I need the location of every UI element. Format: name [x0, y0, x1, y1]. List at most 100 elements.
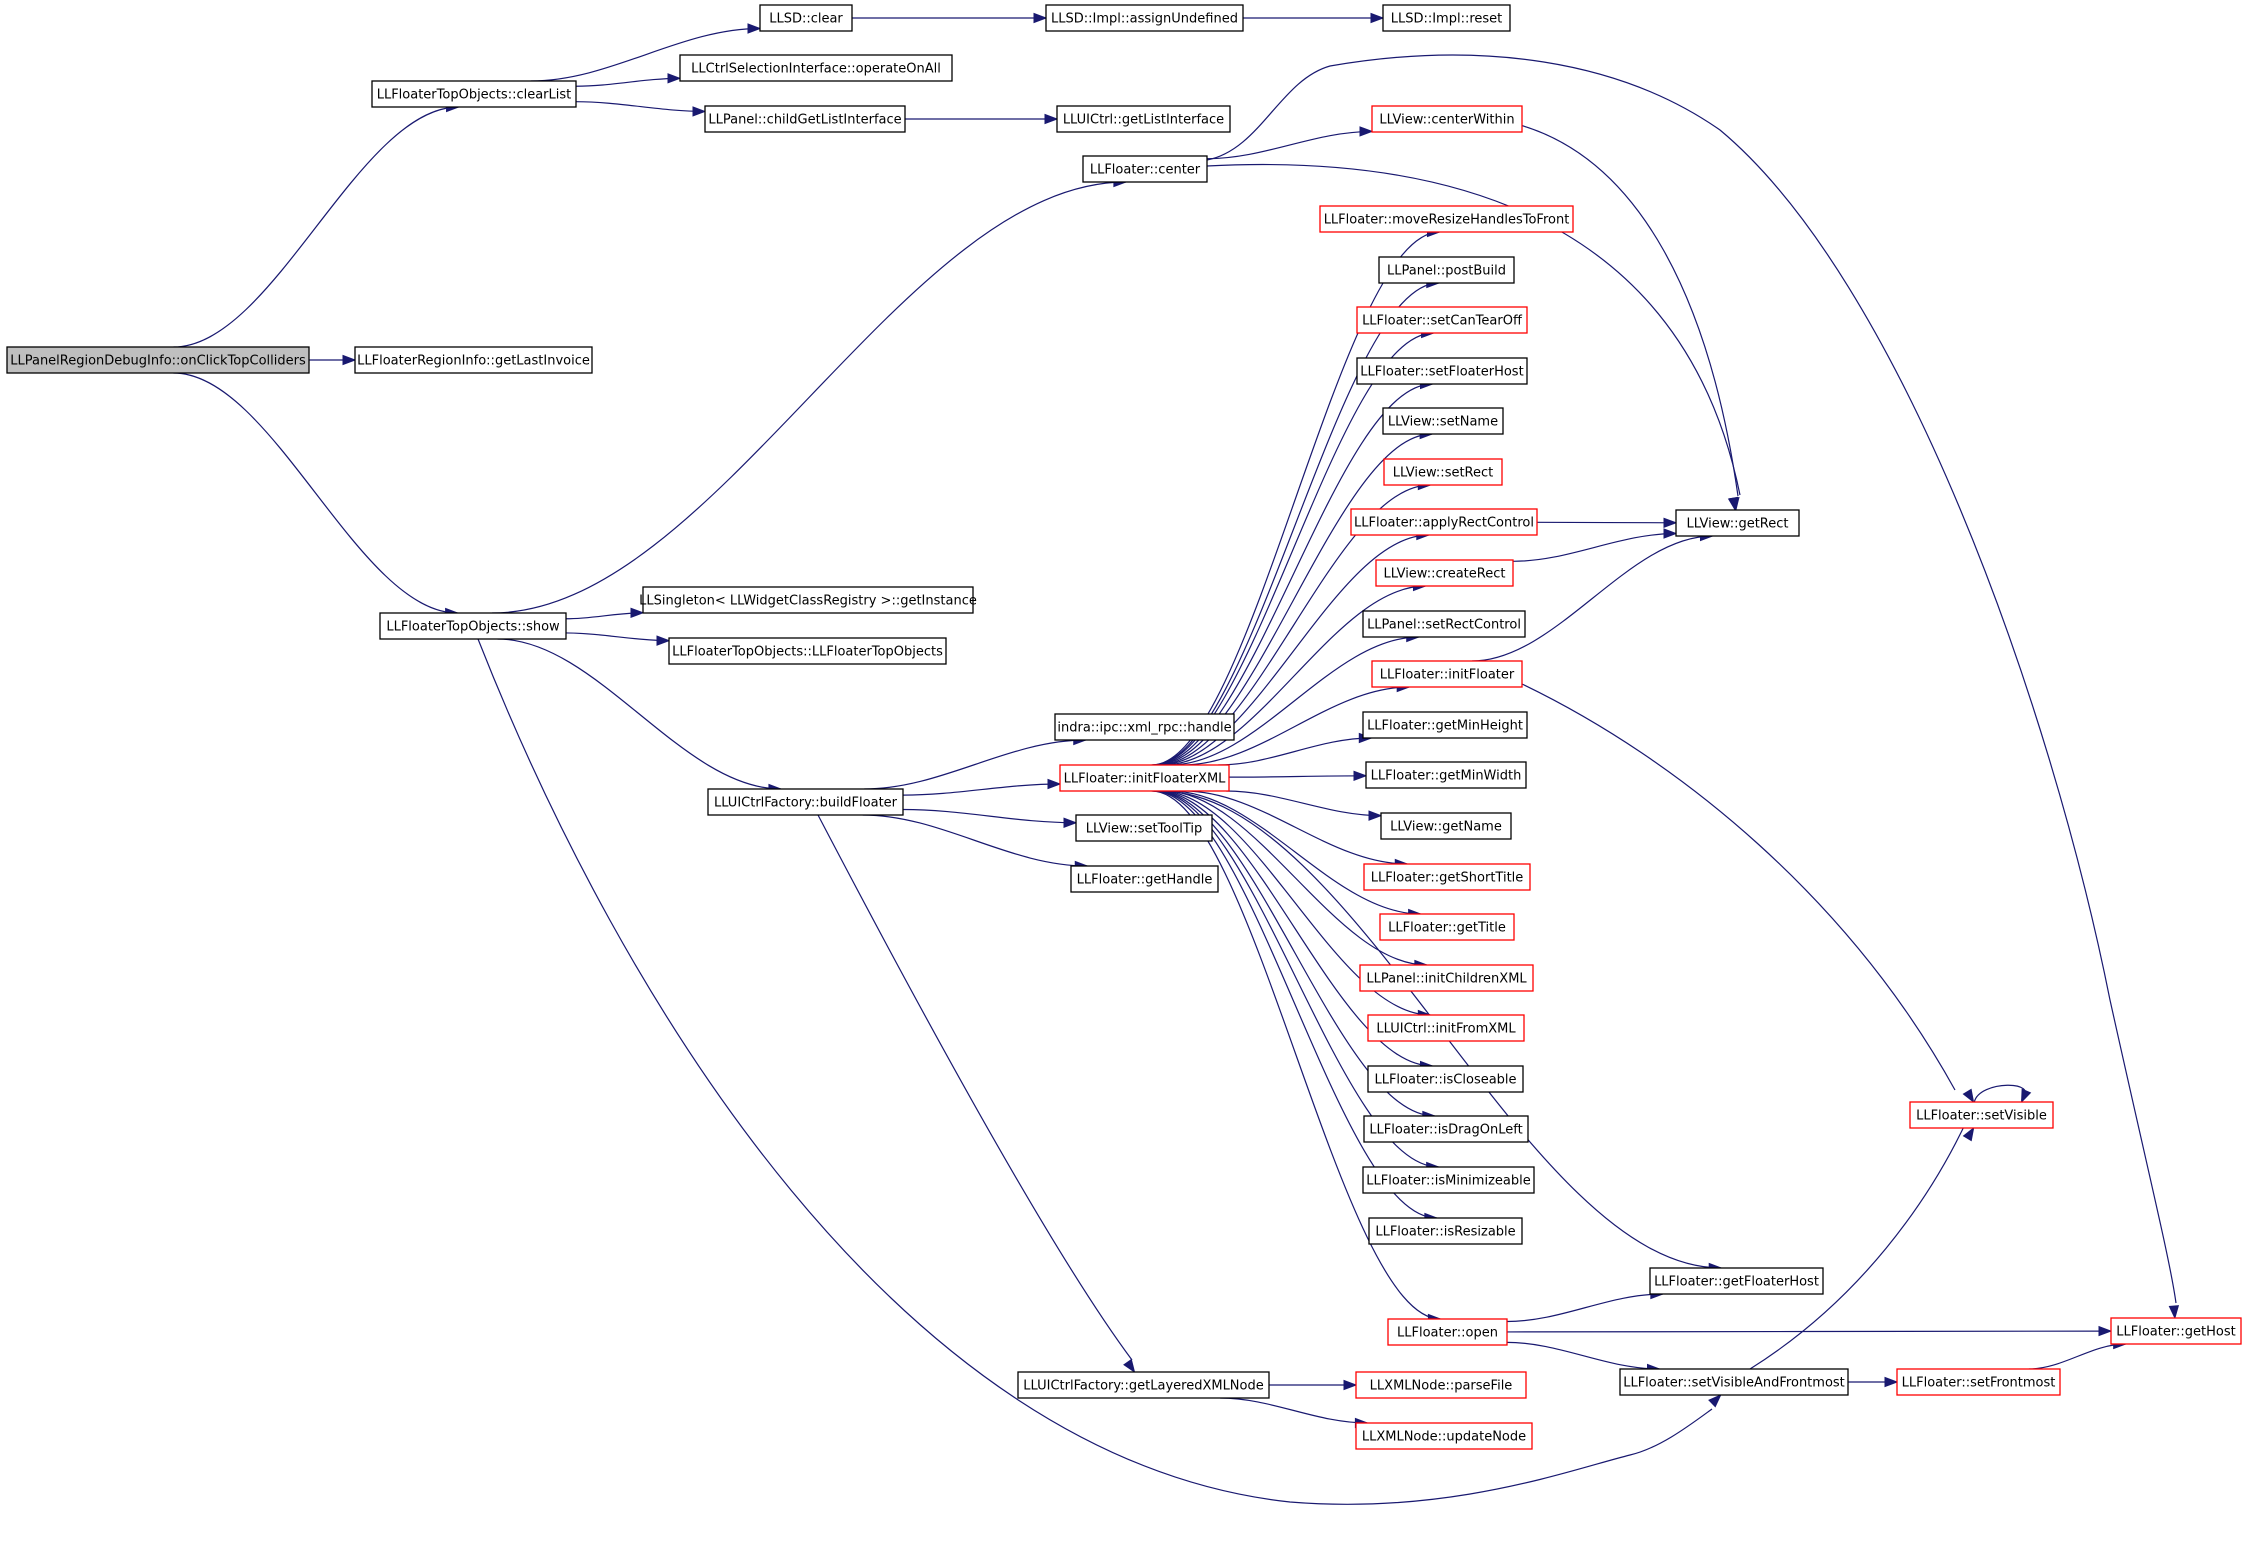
- node-isMinimizeable[interactable]: LLFloater::isMinimizeable: [1362, 1166, 1535, 1194]
- node-setName[interactable]: LLView::setName: [1382, 407, 1504, 435]
- node-root[interactable]: LLPanelRegionDebugInfo::onClickTopCollid…: [6, 346, 310, 374]
- node-box[interactable]: [1378, 256, 1515, 284]
- node-ctorTopObjects[interactable]: LLFloaterTopObjects::LLFloaterTopObjects: [668, 637, 947, 665]
- node-box[interactable]: [379, 612, 567, 640]
- node-isCloseable[interactable]: LLFloater::isCloseable: [1367, 1065, 1524, 1093]
- node-getLastInvoice[interactable]: LLFloaterRegionInfo::getLastInvoice: [354, 346, 593, 374]
- node-isResizable[interactable]: LLFloater::isResizable: [1368, 1217, 1523, 1245]
- node-box[interactable]: [759, 4, 853, 32]
- node-box[interactable]: [1362, 711, 1528, 739]
- node-clearList[interactable]: LLFloaterTopObjects::clearList: [371, 80, 577, 108]
- node-box[interactable]: [1383, 458, 1503, 486]
- node-box[interactable]: [1649, 1267, 1824, 1295]
- node-getHost[interactable]: LLFloater::getHost: [2110, 1317, 2242, 1345]
- node-initFloaterXML[interactable]: LLFloater::initFloaterXML: [1059, 764, 1230, 792]
- node-childGetListInterface[interactable]: LLPanel::childGetListInterface: [704, 105, 906, 133]
- node-box[interactable]: [1017, 1371, 1270, 1399]
- node-implReset[interactable]: LLSD::Impl::reset: [1382, 4, 1511, 32]
- node-initFloater[interactable]: LLFloater::initFloater: [1371, 660, 1523, 688]
- node-box[interactable]: [1056, 105, 1231, 133]
- node-box[interactable]: [668, 637, 947, 665]
- node-box[interactable]: [1367, 1065, 1524, 1093]
- node-box[interactable]: [1356, 357, 1528, 385]
- node-box[interactable]: [1363, 1115, 1529, 1143]
- node-getInstance[interactable]: LLSingleton< LLWidgetClassRegistry >::ge…: [639, 586, 977, 614]
- node-box[interactable]: [1082, 155, 1208, 183]
- node-moveResize[interactable]: LLFloater::moveResizeHandlesToFront: [1319, 205, 1574, 233]
- node-box[interactable]: [1359, 964, 1534, 992]
- node-box[interactable]: [1362, 1166, 1535, 1194]
- node-box[interactable]: [1363, 863, 1531, 891]
- node-open[interactable]: LLFloater::open: [1387, 1318, 1508, 1346]
- node-llsdClear[interactable]: LLSD::clear: [759, 4, 853, 32]
- node-box[interactable]: [1059, 764, 1230, 792]
- node-getListInterface[interactable]: LLUICtrl::getListInterface: [1056, 105, 1231, 133]
- node-box[interactable]: [1379, 913, 1515, 941]
- node-getShortTitle[interactable]: LLFloater::getShortTitle: [1363, 863, 1531, 891]
- node-setVisibleAndFrontmost[interactable]: LLFloater::setVisibleAndFrontmost: [1619, 1368, 1849, 1396]
- node-box[interactable]: [2110, 1317, 2242, 1345]
- node-initFromXML[interactable]: LLUICtrl::initFromXML: [1367, 1014, 1525, 1042]
- node-getHandle[interactable]: LLFloater::getHandle: [1070, 865, 1219, 893]
- node-box[interactable]: [371, 80, 577, 108]
- node-box[interactable]: [1619, 1368, 1849, 1396]
- node-box[interactable]: [1382, 407, 1504, 435]
- node-operateOnAll[interactable]: LLCtrlSelectionInterface::operateOnAll: [679, 54, 953, 82]
- node-box[interactable]: [704, 105, 906, 133]
- node-box[interactable]: [1675, 509, 1800, 537]
- node-box[interactable]: [1075, 814, 1213, 842]
- node-setFrontmost[interactable]: LLFloater::setFrontmost: [1896, 1368, 2061, 1396]
- node-box[interactable]: [1355, 1422, 1533, 1450]
- node-initChildrenXML[interactable]: LLPanel::initChildrenXML: [1359, 964, 1534, 992]
- node-box[interactable]: [1371, 105, 1523, 133]
- node-setRectControl[interactable]: LLPanel::setRectControl: [1362, 610, 1526, 638]
- node-getLayeredXMLNode[interactable]: LLUICtrlFactory::getLayeredXMLNode: [1017, 1371, 1270, 1399]
- node-box[interactable]: [1371, 660, 1523, 688]
- node-box[interactable]: [1382, 4, 1511, 32]
- node-box[interactable]: [1909, 1101, 2054, 1129]
- node-center[interactable]: LLFloater::center: [1082, 155, 1208, 183]
- node-box[interactable]: [1054, 713, 1235, 741]
- node-box[interactable]: [1367, 1014, 1525, 1042]
- node-setFloaterHost[interactable]: LLFloater::setFloaterHost: [1356, 357, 1528, 385]
- node-setCanTearOff[interactable]: LLFloater::setCanTearOff: [1356, 306, 1528, 334]
- node-box[interactable]: [1319, 205, 1574, 233]
- node-box[interactable]: [707, 788, 904, 816]
- node-box[interactable]: [1368, 1217, 1523, 1245]
- node-box[interactable]: [6, 346, 310, 374]
- node-getMinHeight[interactable]: LLFloater::getMinHeight: [1362, 711, 1528, 739]
- node-box[interactable]: [1070, 865, 1219, 893]
- node-isDragOnLeft[interactable]: LLFloater::isDragOnLeft: [1363, 1115, 1529, 1143]
- node-box[interactable]: [1362, 610, 1526, 638]
- node-getFloaterHost[interactable]: LLFloater::getFloaterHost: [1649, 1267, 1824, 1295]
- node-box[interactable]: [1896, 1368, 2061, 1396]
- node-assignUndefined[interactable]: LLSD::Impl::assignUndefined: [1045, 4, 1244, 32]
- node-createRect[interactable]: LLView::createRect: [1375, 559, 1514, 587]
- node-getTitle[interactable]: LLFloater::getTitle: [1379, 913, 1515, 941]
- node-buildFloater[interactable]: LLUICtrlFactory::buildFloater: [707, 788, 904, 816]
- node-centerWithin[interactable]: LLView::centerWithin: [1371, 105, 1523, 133]
- node-getMinWidth[interactable]: LLFloater::getMinWidth: [1365, 761, 1527, 789]
- node-applyRectControl[interactable]: LLFloater::applyRectControl: [1350, 508, 1538, 536]
- node-box[interactable]: [642, 586, 974, 614]
- node-box[interactable]: [1350, 508, 1538, 536]
- node-updateNode[interactable]: LLXMLNode::updateNode: [1355, 1422, 1533, 1450]
- node-parseFile[interactable]: LLXMLNode::parseFile: [1355, 1371, 1527, 1399]
- node-setVisible[interactable]: LLFloater::setVisible: [1909, 1101, 2054, 1129]
- node-getRect[interactable]: LLView::getRect: [1675, 509, 1800, 537]
- node-show[interactable]: LLFloaterTopObjects::show: [379, 612, 567, 640]
- node-box[interactable]: [1356, 306, 1528, 334]
- node-box[interactable]: [354, 346, 593, 374]
- node-box[interactable]: [679, 54, 953, 82]
- node-box[interactable]: [1375, 559, 1514, 587]
- node-getName[interactable]: LLView::getName: [1380, 812, 1512, 840]
- node-box[interactable]: [1365, 761, 1527, 789]
- node-xmlrpcHandle[interactable]: indra::ipc::xml_rpc::handle: [1054, 713, 1235, 741]
- node-box[interactable]: [1355, 1371, 1527, 1399]
- node-box[interactable]: [1387, 1318, 1508, 1346]
- node-box[interactable]: [1380, 812, 1512, 840]
- node-setToolTip[interactable]: LLView::setToolTip: [1075, 814, 1213, 842]
- node-postBuild[interactable]: LLPanel::postBuild: [1378, 256, 1515, 284]
- node-box[interactable]: [1045, 4, 1244, 32]
- node-setRect[interactable]: LLView::setRect: [1383, 458, 1503, 486]
